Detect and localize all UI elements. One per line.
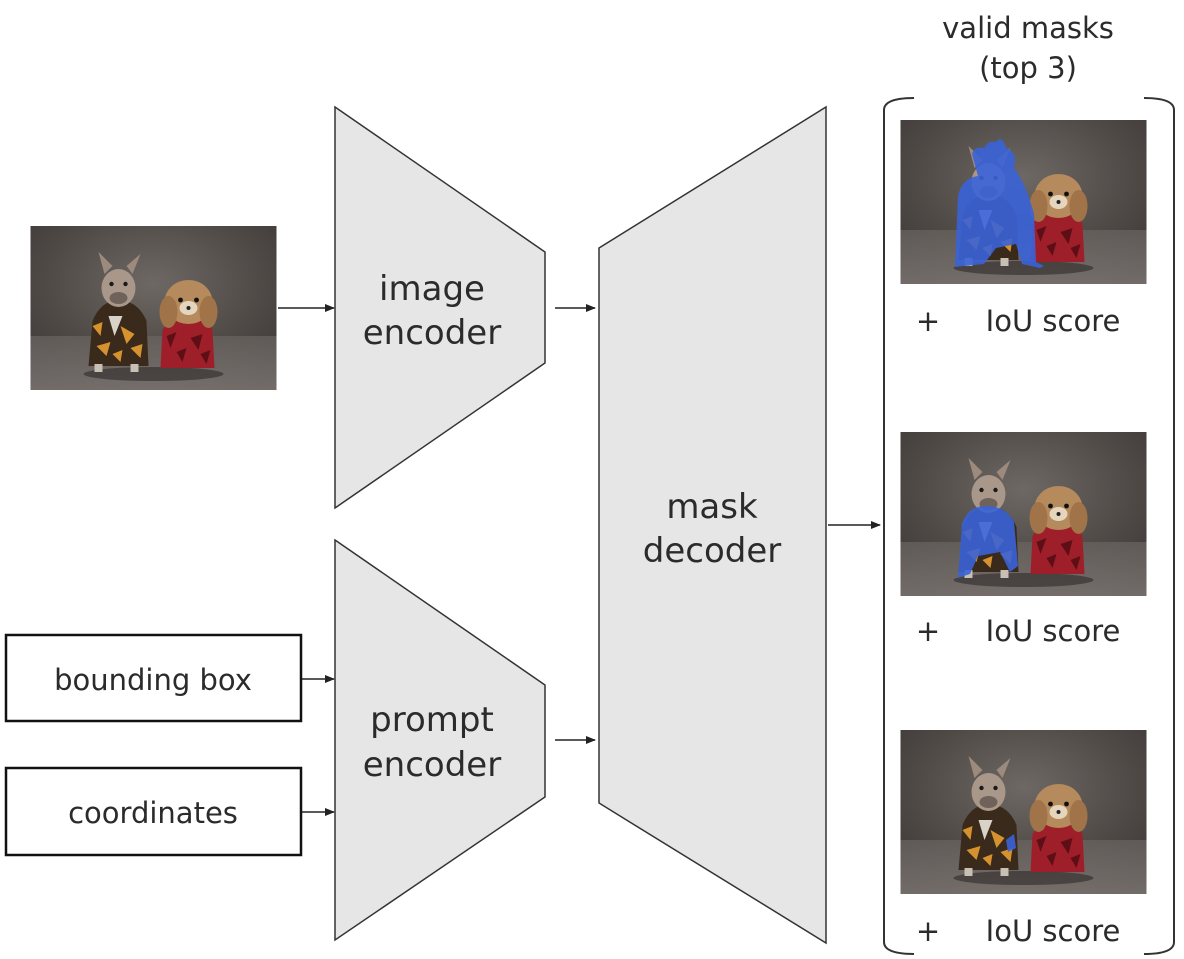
coordinates-input [4,766,303,857]
image-encoder-label-line1: image [379,269,485,309]
input-photo [30,226,277,390]
coordinates-label: coordinates [68,796,238,830]
image-encoder-block [334,105,546,510]
prompt-encoder-label-line2: encoder [363,745,501,785]
mask-decoder-block [598,105,827,945]
bounding-box-label: bounding box [54,663,252,697]
output-bracket-left [883,97,915,955]
mask-photo-2 [900,432,1147,596]
result-3-plus: + [916,914,940,948]
bounding-box-input [4,633,303,723]
mask-result-1: + IoU score [900,120,1147,338]
result-3-iou-score: IoU score [986,914,1121,948]
prompt-encoder-block [334,538,546,942]
mask-overlay-1 [955,139,1044,268]
result-2-plus: + [916,614,940,648]
mask-photo-3 [900,730,1147,894]
mask-result-3: + IoU score [900,730,1147,948]
mask-decoder-label-line1: mask [666,487,758,527]
valid-masks-title-line1: valid masks [942,11,1114,45]
result-1-plus: + [916,304,940,338]
mask-result-2: + IoU score [900,432,1147,648]
valid-masks-title-line2: (top 3) [979,51,1077,85]
image-encoder-label-line2: encoder [363,313,501,353]
mask-decoder-label-line2: decoder [643,531,781,571]
mask-overlay-2 [958,506,1018,578]
output-bracket-right [1143,97,1175,955]
result-2-iou-score: IoU score [986,614,1121,648]
mask-overlay-3 [1006,834,1016,852]
prompt-encoder-label-line1: prompt [370,700,494,740]
result-1-iou-score: IoU score [986,304,1121,338]
